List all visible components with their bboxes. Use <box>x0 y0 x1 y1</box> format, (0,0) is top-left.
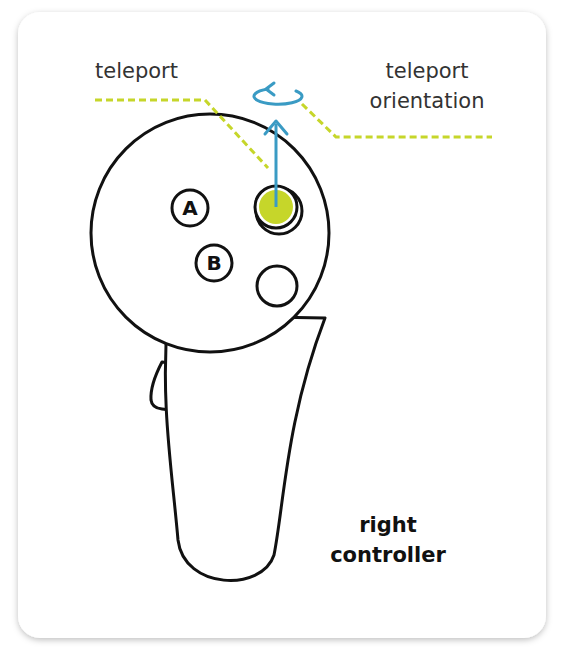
callout-label: teleport orientation <box>352 56 502 116</box>
rotation-arrow-head <box>266 83 274 95</box>
button-letter: A <box>170 188 210 228</box>
direction-arrow-head <box>265 121 287 134</box>
card <box>18 12 546 638</box>
rotation-arrow <box>254 89 302 104</box>
direction-arrow <box>275 124 278 207</box>
button-letter: B <box>194 243 234 283</box>
menu-button <box>257 266 297 306</box>
leader-line <box>95 100 268 168</box>
button-circle: A <box>170 188 210 228</box>
controller-ring <box>91 114 329 352</box>
button-circle: B <box>194 243 234 283</box>
callout-label: teleport <box>95 56 225 86</box>
controller-handle <box>165 315 325 580</box>
device-label: right controller <box>318 510 458 570</box>
